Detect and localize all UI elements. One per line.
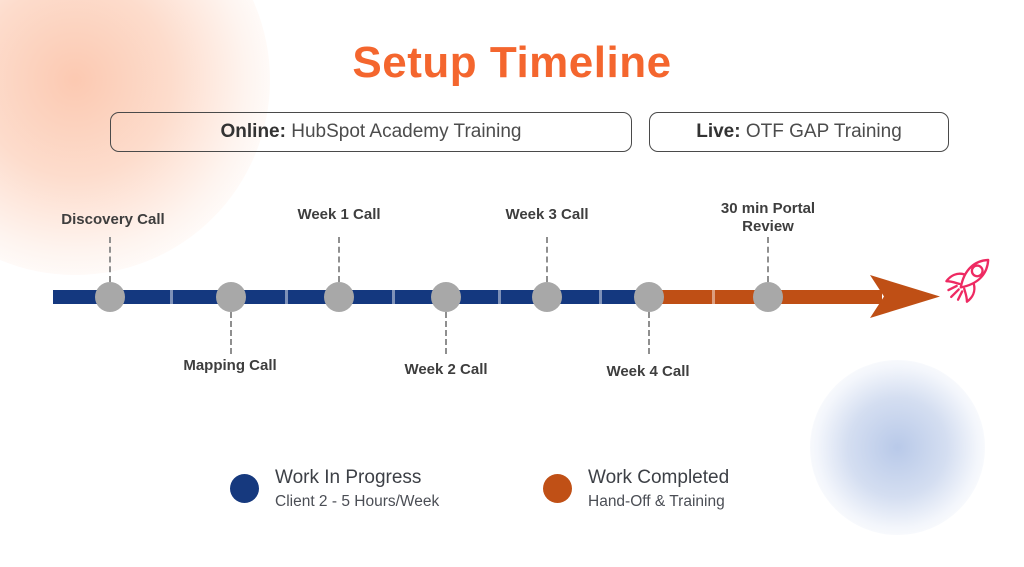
- timeline-segment-notch: [170, 290, 173, 304]
- phase-box-online-prefix: Online:: [220, 121, 286, 142]
- legend-subtitle-work-in-progress: Client 2 - 5 Hours/Week: [275, 492, 440, 510]
- page-title: Setup Timeline: [352, 38, 672, 87]
- phase-box-online: Online: HubSpot Academy Training: [110, 112, 632, 152]
- phase-box-live-label: OTF GAP Training: [740, 121, 902, 142]
- milestone-label-week-4-call: Week 4 Call: [606, 363, 690, 380]
- milestone-label-portal-review: 30 min Portal Review: [720, 200, 816, 235]
- milestone-dot-week-1-call: [324, 282, 354, 312]
- phase-box-online-label: HubSpot Academy Training: [285, 121, 522, 142]
- legend-subtitle-work-completed: Hand-Off & Training: [588, 492, 725, 510]
- timeline-segment-notch: [498, 290, 501, 304]
- milestone-connector: [109, 237, 111, 282]
- timeline-segment-notch: [392, 290, 395, 304]
- legend-swatch-orange: [543, 474, 572, 503]
- milestone-connector: [546, 237, 548, 282]
- phase-box-live-prefix: Live:: [696, 121, 741, 142]
- milestone-connector: [445, 312, 447, 354]
- timeline-arrowhead: [870, 275, 940, 318]
- phase-box-live: Live: OTF GAP Training: [649, 112, 949, 152]
- milestone-label-week-1-call: Week 1 Call: [297, 206, 381, 223]
- milestone-label-week-2-call: Week 2 Call: [404, 361, 488, 378]
- legend-swatch-blue: [230, 474, 259, 503]
- milestone-dot-week-2-call: [431, 282, 461, 312]
- milestone-dot-week-3-call: [532, 282, 562, 312]
- milestone-connector: [767, 237, 769, 282]
- milestone-connector: [648, 312, 650, 354]
- timeline-segment-notch: [599, 290, 602, 304]
- rocket-icon: [945, 258, 990, 303]
- milestone-dot-portal-review: [753, 282, 783, 312]
- milestone-label-mapping-call: Mapping Call: [183, 357, 277, 374]
- timeline-segment-notch: [285, 290, 288, 304]
- legend-title-work-completed: Work Completed: [588, 467, 730, 488]
- milestone-dot-week-4-call: [634, 282, 664, 312]
- legend-title-work-in-progress: Work In Progress: [275, 467, 422, 488]
- decorative-blob-blue: [810, 360, 985, 535]
- milestone-label-discovery-call: Discovery Call: [61, 211, 165, 228]
- timeline-segment-notch: [712, 290, 715, 304]
- milestone-connector: [338, 237, 340, 282]
- milestone-dot-mapping-call: [216, 282, 246, 312]
- milestone-dot-discovery-call: [95, 282, 125, 312]
- milestone-connector: [230, 312, 232, 354]
- legend-item-work-completed: Work Completed Hand-Off & Training: [543, 466, 729, 511]
- milestone-label-week-3-call: Week 3 Call: [505, 206, 589, 223]
- legend-item-work-in-progress: Work In Progress Client 2 - 5 Hours/Week: [230, 466, 439, 511]
